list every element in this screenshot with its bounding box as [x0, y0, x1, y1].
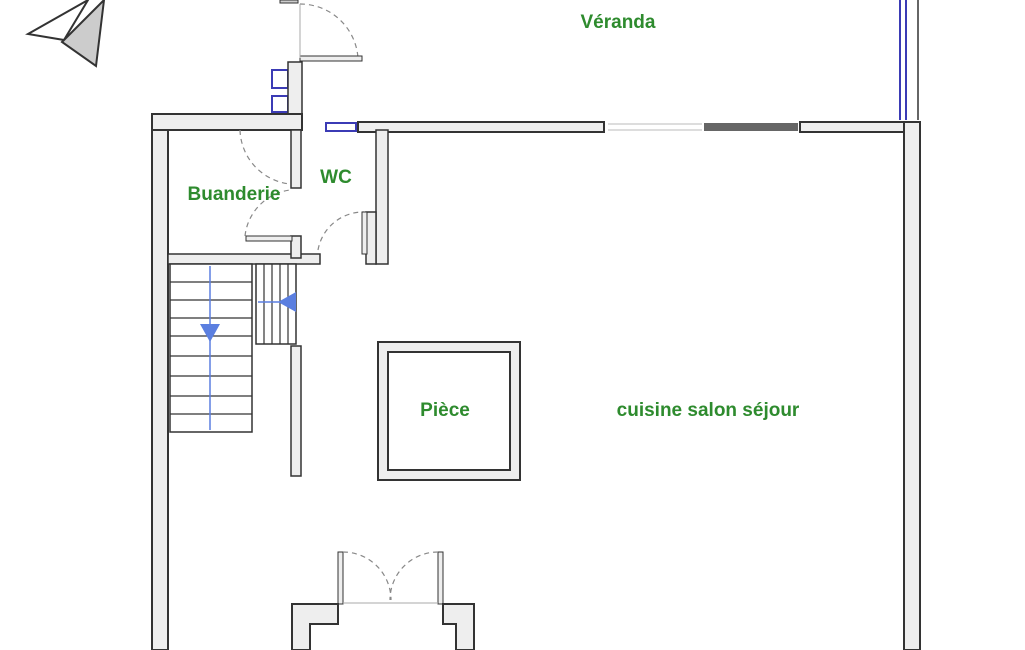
interior-walls: [167, 129, 389, 477]
room-labels: Véranda Buanderie WC Pièce cuisine salon…: [188, 12, 800, 421]
room-label-piece: Pièce: [420, 400, 470, 421]
north-arrow-icon: [25, 0, 106, 68]
room-label-wc: WC: [320, 167, 352, 188]
plumbing-fixture: [271, 61, 303, 119]
room-label-cuisine-salon-sejour: cuisine salon séjour: [617, 400, 800, 421]
wc-door: [317, 211, 368, 255]
room-label-buanderie: Buanderie: [188, 184, 281, 205]
staircase: [169, 263, 297, 433]
veranda-window: [899, 0, 919, 120]
piece-room-walls: [377, 341, 521, 481]
arrow-icon: [200, 266, 296, 430]
entrance-door: [291, 551, 475, 650]
wc-window: [325, 122, 357, 132]
bay-window: [608, 123, 798, 131]
room-label-veranda: Véranda: [581, 12, 656, 33]
exterior-walls: [151, 113, 921, 650]
veranda-door: [279, 0, 363, 62]
buanderie-door: [239, 129, 293, 242]
